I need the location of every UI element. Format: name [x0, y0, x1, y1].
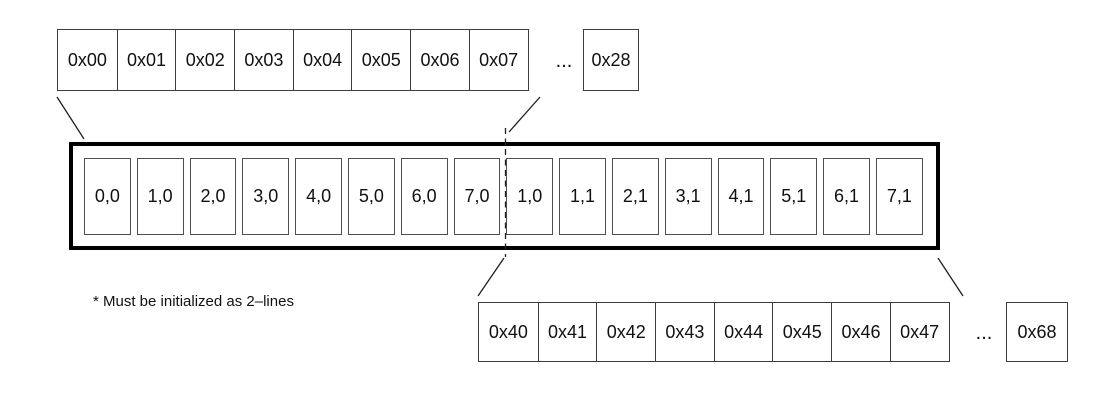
buffer-character-cell: 4,0	[295, 157, 342, 235]
buffer-character-cell: 0,0	[84, 157, 131, 235]
line1-address-cell: 0x01	[116, 30, 176, 90]
line1-address-cell: 0x07	[468, 30, 528, 90]
connector-top-left	[56, 96, 85, 140]
buffer-character-cell: 6,1	[823, 157, 870, 235]
line1-last-address-box: 0x28	[583, 29, 639, 91]
connector-bottom-right	[937, 257, 964, 297]
line1-address-cell: 0x05	[351, 30, 410, 90]
buffer-character-cell: 1,0	[506, 157, 554, 235]
buffer-character-cell: 5,1	[770, 157, 818, 235]
line2-address-cell: 0x44	[713, 303, 773, 361]
line2-address-cell: 0x47	[889, 303, 949, 361]
line1-address-cell: 0x02	[175, 30, 234, 90]
line2-address-cell: 0x43	[655, 303, 714, 361]
line1-address-cell: 0x00	[67, 49, 107, 70]
line2-address-cell: 0x46	[831, 303, 890, 361]
line2-address-cell: 0x45	[772, 303, 831, 361]
buffer-character-cell: 2,0	[189, 157, 237, 235]
footnote: * Must be initialized as 2–lines	[93, 293, 294, 310]
buffer-character-cell: 7,0	[453, 157, 501, 235]
line1-address-cell: 0x03	[234, 30, 293, 90]
connector-top-right	[508, 96, 541, 133]
buffer-character-cell: 4,1	[717, 157, 765, 235]
buffer-character-cell: 3,0	[242, 157, 290, 235]
line2-last-address-box: 0x68	[1006, 302, 1068, 362]
line2-address-cell: 0x42	[596, 303, 655, 361]
line2-address-cell: 0x41	[537, 303, 597, 361]
line2-ellipsis: ...	[975, 322, 993, 344]
line1-ellipsis: ...	[555, 50, 573, 72]
line1-address-cell: 0x04	[292, 30, 352, 90]
buffer-character-cell: 1,1	[559, 157, 606, 235]
buffer-character-cell: 3,1	[664, 157, 712, 235]
line1-address-cell: 0x06	[410, 30, 469, 90]
buffer-character-cell: 2,1	[611, 157, 659, 235]
buffer-character-cell: 1,0	[136, 157, 184, 235]
connector-bottom-left	[477, 257, 505, 297]
buffer-character-cell: 7,1	[875, 157, 923, 235]
buffer-character-cell: 6,0	[400, 157, 448, 235]
buffer-character-cell: 5,0	[347, 157, 395, 235]
line2-address-cell: 0x40	[488, 321, 528, 342]
